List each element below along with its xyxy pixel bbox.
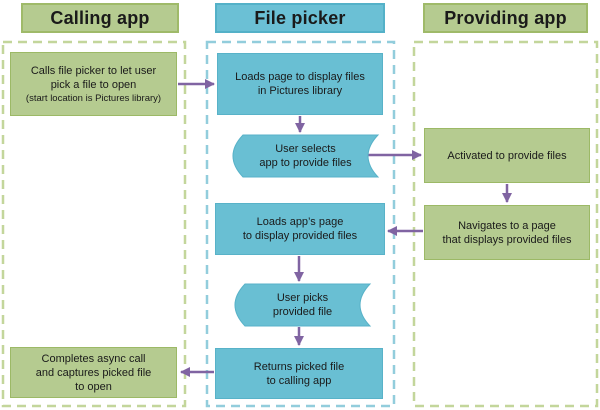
node-navigates-to-page: Navigates to a page that displays provid… bbox=[424, 205, 590, 260]
node-activated-to-provide: Activated to provide files bbox=[424, 128, 590, 183]
node-calls-file-picker: Calls file picker to let user pick a fil… bbox=[10, 52, 177, 116]
node-label-line: to open bbox=[75, 380, 112, 393]
node-label-line: (start location is Pictures library) bbox=[25, 92, 162, 104]
stored-data-label: User selects app to provide files bbox=[233, 135, 378, 177]
lane-header-file-picker: File picker bbox=[215, 3, 385, 33]
node-label-line: Loads app’s page bbox=[256, 216, 344, 228]
lane-header-label: File picker bbox=[254, 7, 346, 28]
node-completes-async-call: Completes async call and captures picked… bbox=[10, 347, 177, 398]
node-label-line: Activated to provide files bbox=[447, 149, 567, 162]
node-label-line: User selects bbox=[275, 143, 336, 155]
node-label-line: and captures picked file bbox=[35, 366, 152, 379]
node-label-line: Navigates to a page bbox=[458, 219, 556, 232]
node-loads-apps-page: Loads app’s page to display provided fil… bbox=[215, 203, 385, 255]
node-loads-page-pictures: Loads page to display files in Pictures … bbox=[217, 53, 383, 115]
node-label-line: Calls file picker to let user bbox=[30, 64, 157, 77]
lane-header-calling-app: Calling app bbox=[21, 3, 179, 33]
node-label-line: Completes async call bbox=[41, 352, 146, 365]
node-returns-picked-file: Returns picked file to calling app bbox=[215, 348, 383, 399]
node-label-line: app to provide files bbox=[259, 157, 352, 169]
stored-data-shape bbox=[234, 283, 372, 327]
node-label-line: in Pictures library bbox=[257, 85, 343, 97]
lane-header-label: Calling app bbox=[50, 7, 150, 28]
lane-header-providing-app: Providing app bbox=[423, 3, 588, 33]
node-label-line: to display provided files bbox=[242, 230, 358, 242]
node-label-line: to calling app bbox=[266, 374, 332, 387]
stored-data-label: User picks provided file bbox=[235, 284, 370, 326]
node-label-line: Returns picked file bbox=[253, 360, 345, 373]
stored-data-shape bbox=[232, 134, 380, 178]
node-label-line: Loads page to display files bbox=[235, 71, 365, 83]
node-label-line: User picks bbox=[276, 292, 329, 304]
node-user-picks-file: User picks provided file bbox=[234, 283, 372, 327]
node-label-line: that displays provided files bbox=[442, 233, 572, 246]
node-label-line: provided file bbox=[272, 306, 333, 318]
node-label-line: pick a file to open bbox=[50, 78, 137, 91]
node-user-selects-app: User selects app to provide files bbox=[232, 134, 380, 178]
lane-header-label: Providing app bbox=[444, 7, 567, 28]
